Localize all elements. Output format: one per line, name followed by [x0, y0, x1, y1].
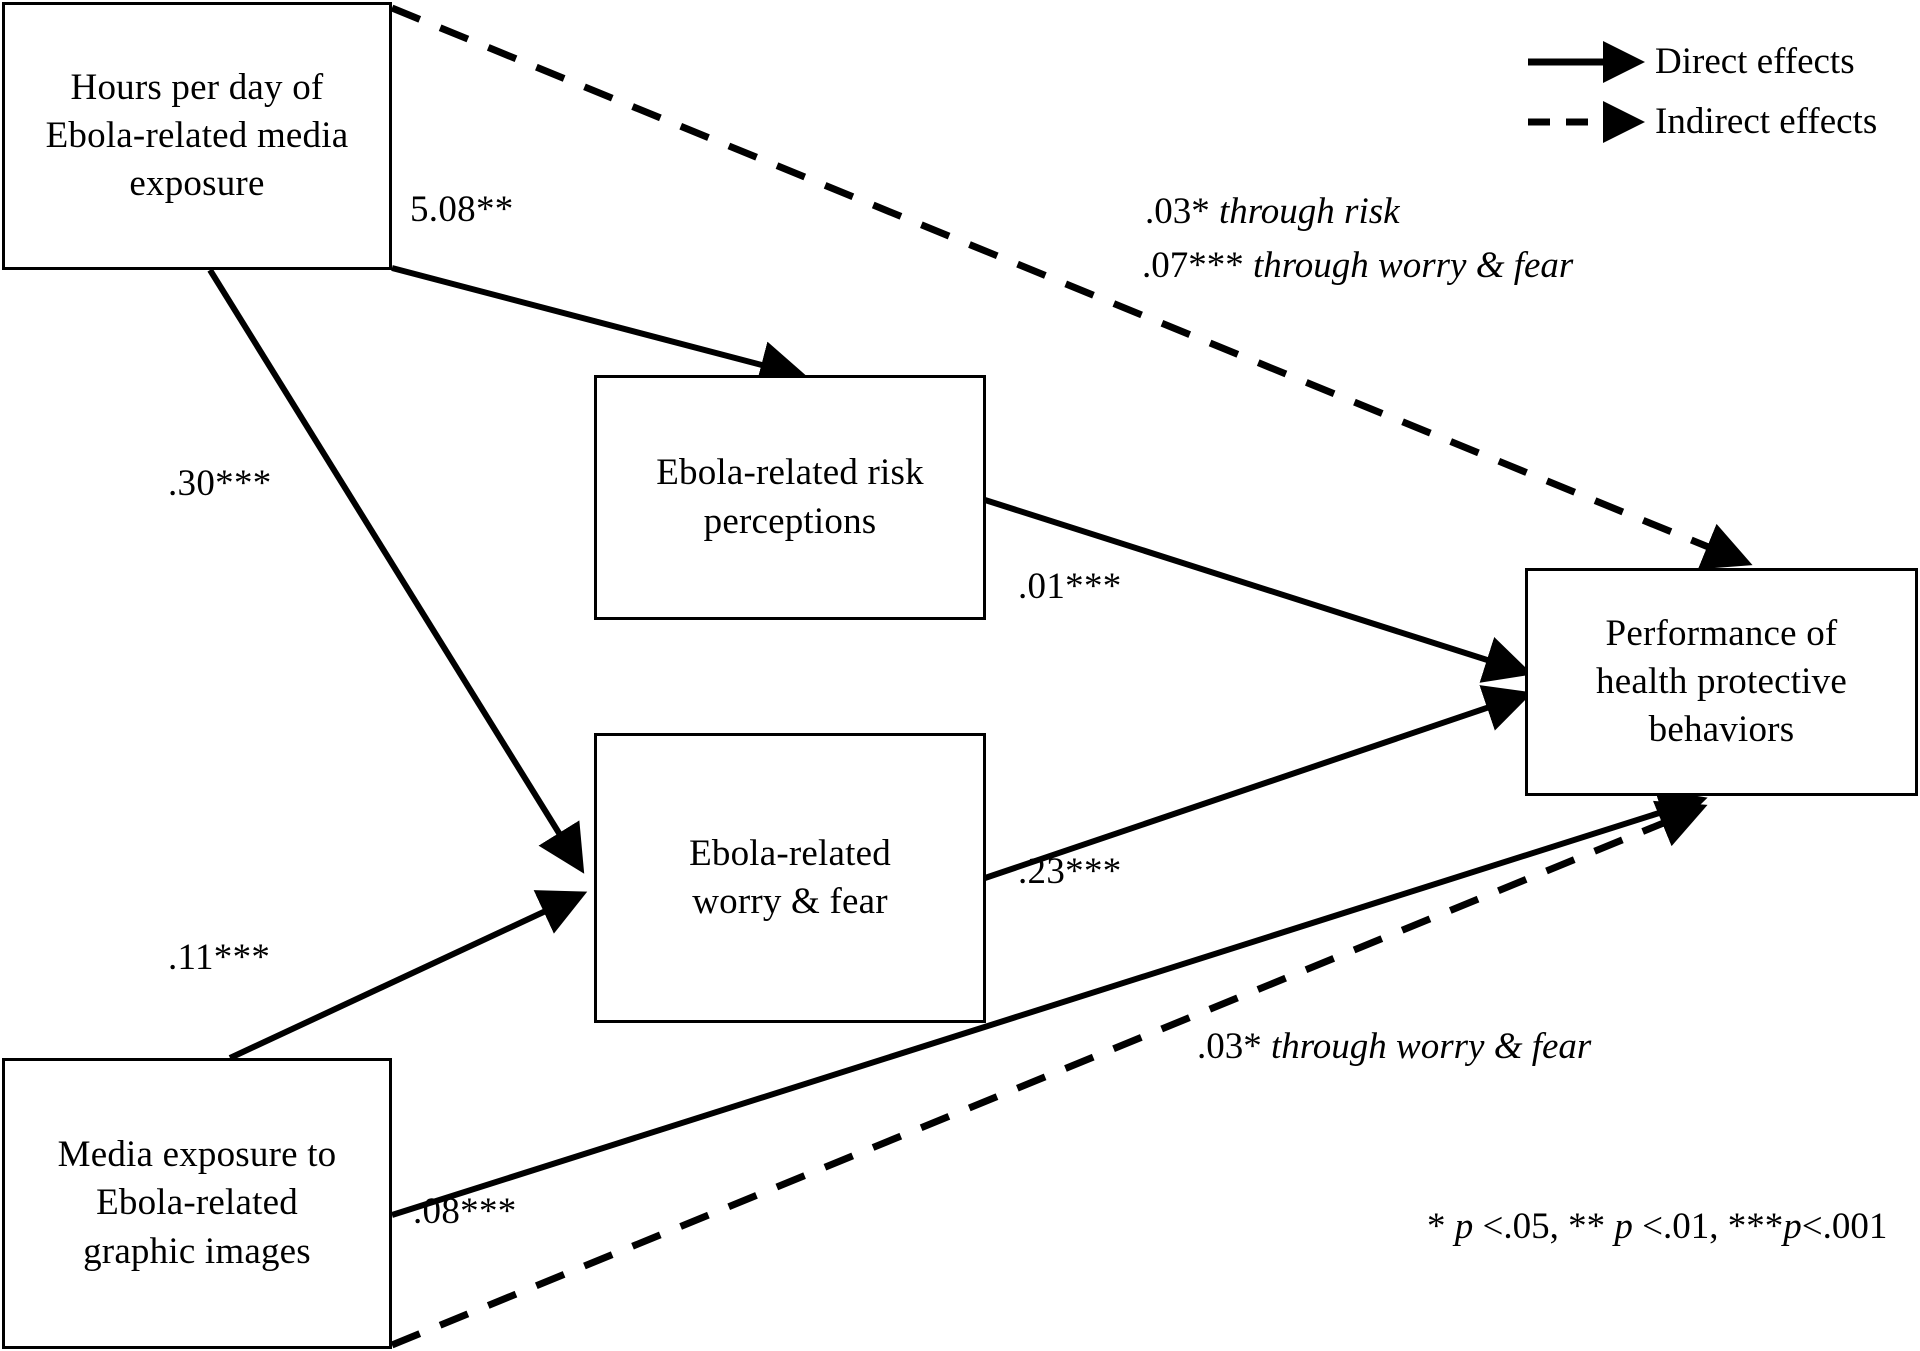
edge-hours-to-risk: [391, 265, 808, 389]
edge-label-worry-to-behavior: .23***: [1018, 851, 1122, 892]
edge-worry-to-behavior: [984, 685, 1533, 881]
edge-indirect-hours-to-behavior: [390, 4, 1753, 570]
indirect-top-worry-path: through worry & fear: [1253, 245, 1574, 286]
node-health-behaviors[interactable]: Performance of health protective behavio…: [1525, 568, 1918, 796]
node-worry-fear[interactable]: Ebola-related worry & fear: [594, 733, 986, 1023]
indirect-note-bottom-worry: .03* through worry & fear: [1197, 1025, 1591, 1068]
edge-images-to-behavior: [391, 789, 1708, 1218]
footnote-rest2: <.01, ***: [1632, 1206, 1784, 1247]
node-graphic-images-label: Media exposure to Ebola-related graphic …: [57, 1134, 337, 1272]
edge-label-hours-to-worry: .30***: [168, 463, 272, 504]
edge-hours-to-worry: [207, 268, 585, 874]
footnote-p1: p: [1454, 1206, 1474, 1247]
node-risk-perceptions-label: Ebola-related risk perceptions: [656, 452, 924, 542]
node-graphic-images[interactable]: Media exposure to Ebola-related graphic …: [2, 1058, 392, 1349]
edge-risk-to-behavior: [984, 497, 1533, 683]
indirect-bottom-worry-path: through worry & fear: [1271, 1026, 1592, 1067]
node-health-behaviors-label: Performance of health protective behavio…: [1596, 612, 1847, 751]
edge-images-to-worry: [228, 890, 588, 1061]
legend-indirect-label: Indirect effects: [1655, 101, 1878, 142]
legend-direct-label: Direct effects: [1655, 41, 1855, 82]
edge-label-risk-to-behavior: .01***: [1018, 566, 1122, 607]
edge-label-images-to-worry: .11***: [168, 937, 271, 978]
footnote-rest1: <.05, **: [1473, 1206, 1615, 1247]
node-worry-fear-label: Ebola-related worry & fear: [689, 832, 891, 922]
indirect-top-risk-value: .03*: [1145, 191, 1210, 232]
significance-footnote: * p <.05, ** p <.01, ***p<.001: [1427, 1205, 1887, 1248]
footnote-p3: p: [1783, 1206, 1802, 1247]
node-risk-perceptions[interactable]: Ebola-related risk perceptions: [594, 375, 986, 620]
node-media-hours[interactable]: Hours per day of Ebola-related media exp…: [2, 2, 392, 270]
indirect-top-worry-value: .07***: [1142, 245, 1244, 286]
indirect-bottom-worry-value: .03*: [1197, 1026, 1262, 1067]
indirect-note-top-risk: .03* through risk: [1145, 190, 1400, 233]
footnote-rest3: <.001: [1801, 1206, 1888, 1247]
node-media-hours-label: Hours per day of Ebola-related media exp…: [45, 66, 349, 205]
indirect-top-risk-path: through risk: [1219, 191, 1400, 232]
edge-label-images-to-behavior: .08***: [413, 1191, 517, 1232]
edge-indirect-images-to-behavior: [390, 800, 1708, 1349]
footnote-p2: p: [1614, 1206, 1633, 1247]
footnote-stars1: *: [1427, 1206, 1455, 1247]
edge-label-hours-to-risk: 5.08**: [410, 189, 514, 230]
indirect-note-top-worry: .07*** through worry & fear: [1142, 244, 1573, 287]
